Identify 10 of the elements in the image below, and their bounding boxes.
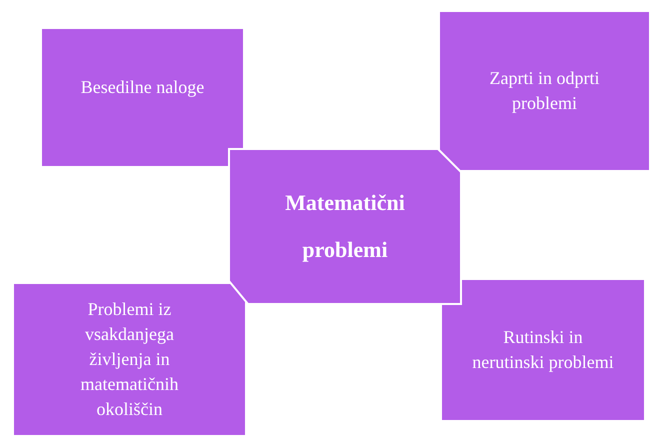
topic-label: Zaprti in odprti problemi (488, 66, 600, 115)
topic-box (440, 278, 646, 422)
central-topic-shape (228, 148, 462, 305)
topic-label: Rutinski in nerutinski problemi (471, 326, 615, 374)
topic-label: Problemi iz vsakdanjega življenja in matematičnih okoliščin (80, 298, 180, 422)
topic-label: Besedilne naloge (80, 76, 204, 99)
topic-box (12, 282, 247, 437)
topic-box (438, 10, 651, 172)
topic-box (40, 27, 245, 168)
topic-label: Matematični problemi (284, 189, 406, 264)
